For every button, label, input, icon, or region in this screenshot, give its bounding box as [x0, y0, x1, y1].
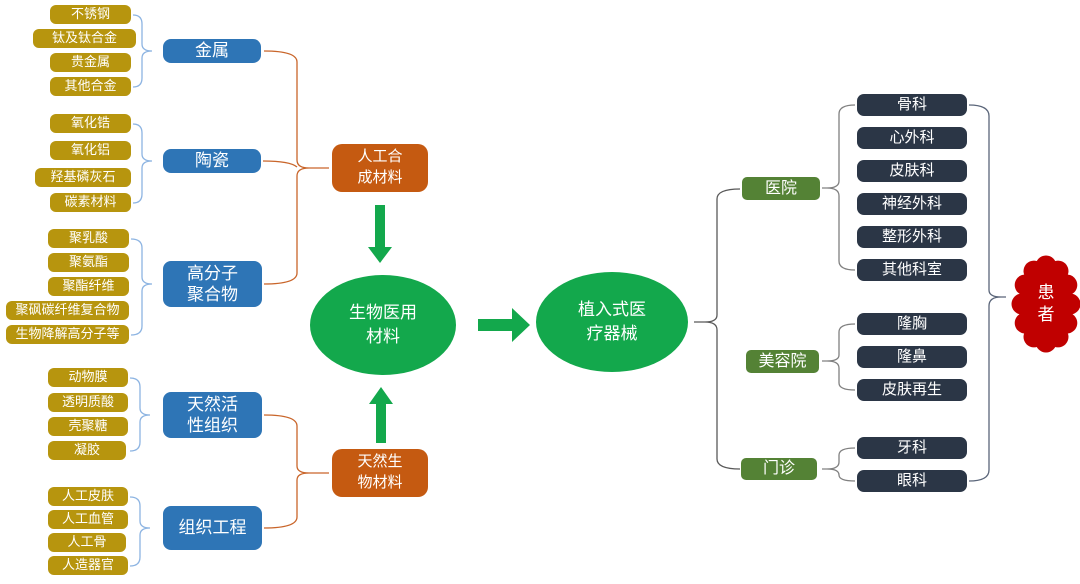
node-gel: 凝胶 — [48, 441, 126, 460]
service-rhinoplasty: 隆鼻 — [857, 346, 967, 368]
node-polylactic-acid: 聚乳酸 — [48, 229, 129, 248]
brace-natural-tissue-group — [129, 377, 151, 452]
dept-other-departments: 其他科室 — [857, 259, 967, 281]
node-artificial-skin: 人工皮肤 — [48, 487, 128, 506]
brace-clinic-services — [822, 447, 856, 482]
category-polymer: 高分子 聚合物 — [163, 261, 262, 307]
service-skin-regeneration: 皮肤再生 — [857, 379, 967, 401]
ellipse-implantable-devices: 植入式医 疗器械 — [536, 272, 688, 372]
arrow-right-materials-to-devices — [478, 308, 530, 342]
dept-dermatology: 皮肤科 — [857, 160, 967, 182]
venue-hospital: 医院 — [742, 177, 820, 200]
category-natural-active-tissue: 天然活 性组织 — [163, 392, 262, 438]
node-polysulfone-carbon-fiber-composite: 聚砜碳纤维复合物 — [6, 301, 129, 320]
brace-ceramics-group — [132, 123, 153, 204]
arrow-down-synthetic-to-materials — [368, 205, 392, 263]
node-hyaluronic-acid: 透明质酸 — [48, 393, 128, 412]
dept-neurosurgery: 神经外科 — [857, 193, 967, 215]
brace-devices-to-venues — [694, 188, 741, 470]
node-natural-biomaterials: 天然生 物材料 — [332, 449, 428, 497]
brace-natural-sources — [263, 414, 329, 529]
brace-departments-to-patient — [968, 104, 1006, 482]
brace-metal-group — [132, 14, 153, 88]
brace-beauty-salon-services — [822, 323, 856, 391]
node-polyurethane: 聚氨酯 — [48, 253, 129, 272]
patient-label: 患者 — [1037, 283, 1055, 325]
venue-beauty-salon: 美容院 — [746, 350, 819, 373]
category-metal: 金属 — [163, 39, 261, 63]
node-artificial-organ: 人造器官 — [48, 556, 128, 575]
node-stainless-steel: 不锈钢 — [50, 5, 131, 24]
service-dental: 牙科 — [857, 437, 967, 459]
node-synthetic-materials: 人工合 成材料 — [332, 144, 428, 192]
node-artificial-bone: 人工骨 — [48, 533, 126, 552]
node-animal-membrane: 动物膜 — [48, 368, 128, 387]
node-zirconia: 氧化锆 — [50, 114, 131, 133]
node-polyester-fiber: 聚酯纤维 — [48, 277, 129, 296]
node-chitosan: 壳聚糖 — [48, 417, 128, 436]
node-carbon-materials: 碳素材料 — [50, 193, 131, 212]
node-hydroxyapatite: 羟基磷灰石 — [35, 168, 131, 187]
service-breast-augmentation: 隆胸 — [857, 313, 967, 335]
brace-polymer-group — [130, 238, 153, 336]
category-tissue-engineering: 组织工程 — [163, 506, 262, 550]
patient-cloud-shape — [1011, 255, 1080, 353]
node-biodegradable-polymers: 生物降解高分子等 — [6, 325, 129, 344]
node-alumina: 氧化铝 — [50, 141, 131, 160]
ellipse-biomedical-materials: 生物医用 材料 — [310, 275, 456, 375]
arrow-up-natural-to-materials — [369, 387, 393, 443]
service-ophthalmology: 眼科 — [857, 470, 967, 492]
node-artificial-blood-vessel: 人工血管 — [48, 510, 128, 529]
dept-orthopedics: 骨科 — [857, 94, 967, 116]
dept-cardiac-surgery: 心外科 — [857, 127, 967, 149]
venue-clinic: 门诊 — [741, 458, 817, 480]
category-ceramics: 陶瓷 — [163, 149, 261, 173]
node-other-alloys: 其他合金 — [50, 77, 131, 96]
brace-synthetic-sources — [262, 50, 329, 285]
node-precious-metals: 贵金属 — [50, 53, 131, 72]
node-titanium-alloys: 钛及钛合金 — [33, 29, 136, 48]
brace-tissue-engineering-group — [129, 496, 151, 567]
dept-plastic-surgery: 整形外科 — [857, 226, 967, 248]
brace-hospital-departments — [822, 104, 856, 271]
